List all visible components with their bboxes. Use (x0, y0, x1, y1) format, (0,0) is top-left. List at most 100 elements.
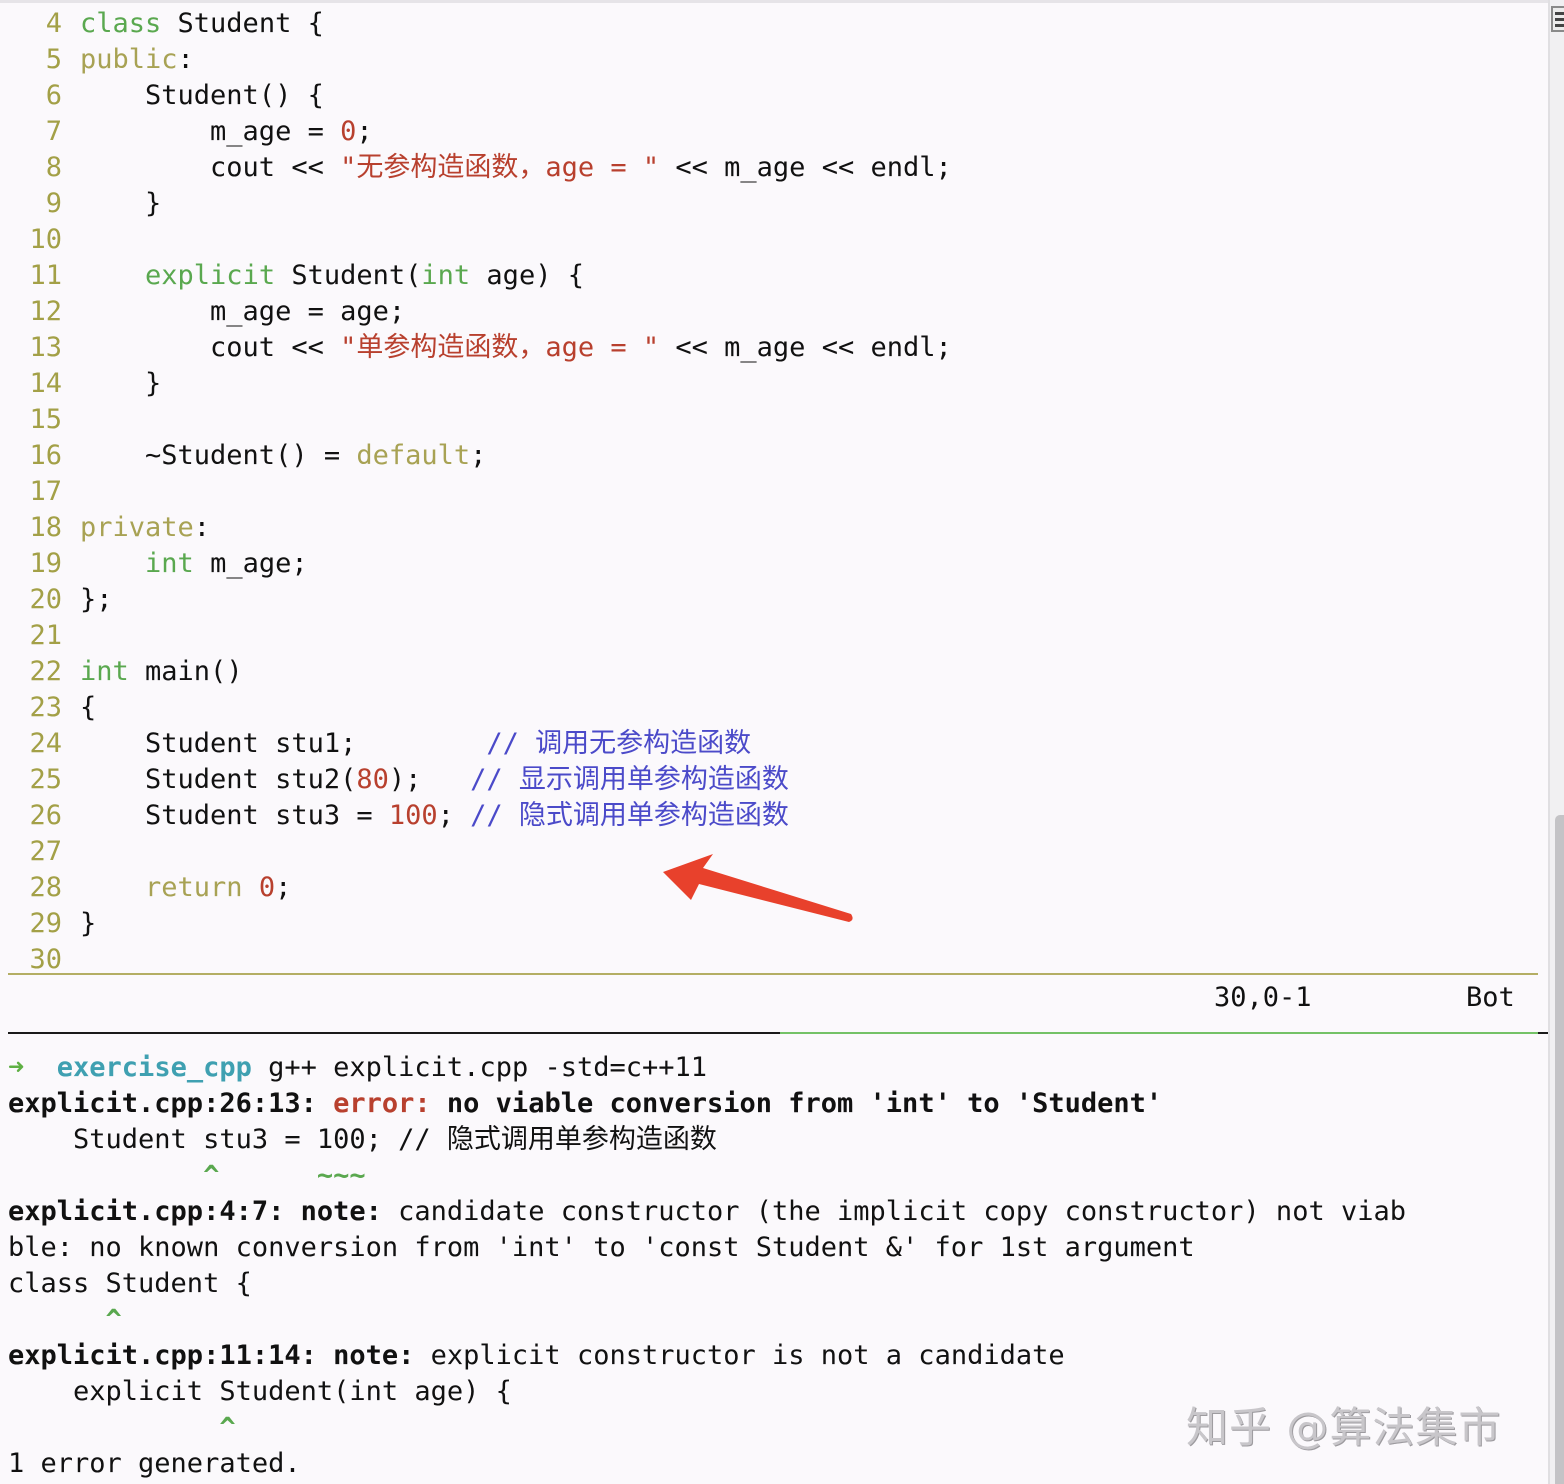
code-line[interactable]: 27 (0, 834, 1540, 870)
code-token: } (80, 188, 162, 219)
code-token: default (356, 440, 471, 471)
code-token: m_age = (80, 116, 341, 147)
code-token: { (80, 692, 97, 723)
line-number: 18 (29, 512, 62, 543)
code-token (80, 260, 145, 291)
code-token: 0 (340, 116, 357, 147)
split-pane-icon[interactable] (1551, 6, 1564, 32)
code-line[interactable]: 21 (0, 618, 1540, 654)
code-token: // 调用无参构造函数 (486, 728, 752, 759)
scroll-position: Bot (1466, 982, 1515, 1013)
code-token: 0 (258, 872, 276, 903)
output-token: no viable conversion from 'int' to 'Stud… (430, 1088, 1163, 1119)
code-token: ; (275, 872, 292, 903)
code-token: Student stu2( (80, 764, 357, 795)
code-line[interactable]: 9 } (0, 186, 1540, 222)
line-number: 25 (29, 764, 62, 795)
terminal-output-line: ^ ~~~ (8, 1158, 1548, 1194)
terminal-output-line: explicit.cpp:11:14: note: explicit const… (8, 1338, 1548, 1374)
code-line[interactable]: 17 (0, 474, 1540, 510)
code-line[interactable]: 24 Student stu1; // 调用无参构造函数 (0, 726, 1540, 762)
code-line[interactable]: 14 } (0, 366, 1540, 402)
code-token: }; (80, 584, 113, 615)
code-token (80, 548, 145, 579)
code-line[interactable]: 25 Student stu2(80); // 显示调用单参构造函数 (0, 762, 1540, 798)
scrollbar-thumb[interactable] (1555, 815, 1564, 1484)
code-line[interactable]: 26 Student stu3 = 100; // 隐式调用单参构造函数 (0, 798, 1540, 834)
terminal-prompt-line: ➜ exercise_cpp g++ explicit.cpp -std=c++… (8, 1050, 1548, 1086)
code-line[interactable]: 23 { (0, 690, 1540, 726)
code-token: Student stu1; (80, 728, 487, 759)
terminal-output-line: class Student { (8, 1266, 1548, 1302)
terminal-pane[interactable]: ➜ exercise_cpp g++ explicit.cpp -std=c++… (8, 1050, 1548, 1482)
cursor-position: 30,0-1 (1214, 982, 1312, 1013)
output-token: class Student { (8, 1268, 252, 1299)
output-token: 1 error generated. (8, 1448, 301, 1479)
code-token: 100 (388, 800, 438, 831)
line-number: 21 (29, 620, 62, 651)
line-number: 24 (29, 728, 62, 759)
code-token: m_age = age; (80, 296, 406, 327)
code-line[interactable]: 29} (0, 906, 1540, 942)
code-token: m_age; (193, 548, 308, 579)
code-token: ); (388, 764, 471, 795)
pane-divider-active[interactable] (780, 1032, 1538, 1034)
code-line[interactable]: 6 Student() { (0, 78, 1540, 114)
pane-divider-end (1538, 1032, 1548, 1034)
code-token: << m_age << endl; (659, 152, 952, 183)
code-token: explicit (145, 260, 276, 291)
code-token: "无参构造函数，age = " (340, 152, 660, 183)
code-token: Student { (161, 8, 324, 39)
output-token: explicit Student(int age) { (8, 1376, 512, 1407)
code-token: main() (128, 656, 243, 687)
line-number: 10 (29, 224, 62, 255)
code-line[interactable]: 20}; (0, 582, 1540, 618)
code-token: ; (437, 800, 471, 831)
line-number: 23 (29, 692, 62, 723)
code-line[interactable]: 16 ~Student() = default; (0, 438, 1540, 474)
line-number: 9 (45, 188, 62, 219)
prompt-arrow-icon: ➜ (8, 1052, 25, 1083)
code-line[interactable]: 13 cout << "单参构造函数，age = " << m_age << e… (0, 330, 1540, 366)
code-line[interactable]: 10 (0, 222, 1540, 258)
code-token: int (145, 548, 194, 579)
line-number: 6 (45, 80, 62, 111)
terminal-command: g++ explicit.cpp -std=c++11 (268, 1052, 708, 1083)
output-token: ^ (8, 1412, 236, 1443)
code-token: public (80, 44, 178, 75)
code-line[interactable]: 12 m_age = age; (0, 294, 1540, 330)
code-line[interactable]: 7 m_age = 0; (0, 114, 1540, 150)
code-token: ; (470, 440, 487, 471)
code-token: << m_age << endl; (659, 332, 952, 363)
code-line[interactable]: 28 return 0; (0, 870, 1540, 906)
output-token: explicit.cpp:4:7: (8, 1196, 301, 1227)
code-token: } (80, 368, 162, 399)
terminal-output-line: explicit.cpp:4:7: note: candidate constr… (8, 1194, 1548, 1230)
output-token: ^ ~~~ (8, 1160, 366, 1191)
line-number: 29 (29, 908, 62, 939)
output-token: explicit constructor is not a candidate (414, 1340, 1065, 1371)
terminal-output-line: explicit.cpp:26:13: error: no viable con… (8, 1086, 1548, 1122)
line-number: 8 (45, 152, 62, 183)
code-token: cout << (80, 152, 341, 183)
pane-divider[interactable] (8, 1032, 780, 1034)
code-line[interactable]: 11 explicit Student(int age) { (0, 258, 1540, 294)
code-line[interactable]: 30 (0, 942, 1540, 978)
code-token: private (80, 512, 194, 543)
output-token: ble: no known conversion from 'int' to '… (8, 1232, 1195, 1263)
line-number: 28 (29, 872, 62, 903)
window-top-border (0, 0, 1548, 3)
prompt-directory: exercise_cpp (56, 1052, 252, 1083)
code-line[interactable]: 19 int m_age; (0, 546, 1540, 582)
code-token: ~Student() = (80, 440, 357, 471)
code-token: // 显示调用单参构造函数 (470, 764, 789, 795)
output-token: Student stu3 = 100; // 隐式调用单参构造函数 (8, 1124, 717, 1155)
code-line[interactable]: 15 (0, 402, 1540, 438)
code-line[interactable]: 8 cout << "无参构造函数，age = " << m_age << en… (0, 150, 1540, 186)
code-token: class (80, 8, 162, 39)
